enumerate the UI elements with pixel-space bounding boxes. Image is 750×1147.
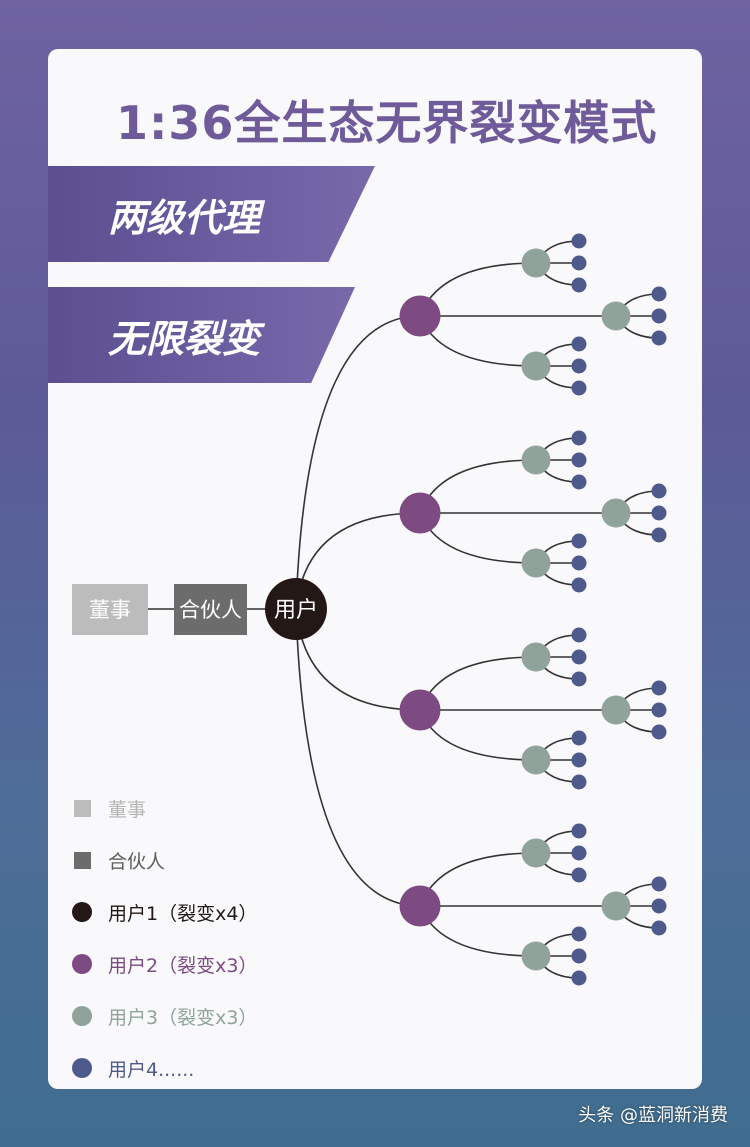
level2-node (521, 445, 551, 475)
partner-node (174, 584, 247, 635)
diagram-card: 1:36全生态无界裂变模式 两级代理 无限裂变 董事合伙人用户 董事 合伙人 用… (48, 49, 702, 1089)
level3-node (651, 702, 667, 718)
level3-node (571, 730, 587, 746)
level1-node (399, 689, 441, 731)
level3-node (651, 876, 667, 892)
page-title: 1:36全生态无界裂变模式 (116, 96, 658, 150)
level3-node (571, 233, 587, 249)
level3-node (651, 724, 667, 740)
legend-marker-user4 (72, 1058, 92, 1078)
level3-node (571, 277, 587, 293)
level3-node (571, 970, 587, 986)
level3-node (571, 948, 587, 964)
level3-node (571, 752, 587, 768)
legend-label-user3: 用户3（裂变x3） (108, 1006, 258, 1029)
level2-node (521, 248, 551, 278)
level3-node (651, 308, 667, 324)
user-root-node (265, 578, 327, 640)
level3-node (651, 505, 667, 521)
legend-label-partner: 合伙人 (108, 850, 166, 873)
level1-node (399, 885, 441, 927)
level1-node (399, 492, 441, 534)
director-node (72, 584, 148, 635)
fission-tree-diagram: 董事合伙人用户 (72, 233, 667, 986)
legend-item-user2: 用户2（裂变x3） (72, 940, 257, 988)
level3-node (571, 255, 587, 271)
level3-node (571, 845, 587, 861)
level3-node (571, 474, 587, 490)
level3-node (571, 823, 587, 839)
legend-item-user3: 用户3（裂变x3） (72, 992, 257, 1040)
level2-node (601, 891, 631, 921)
legend-marker-user3 (72, 1006, 92, 1026)
level3-node (571, 774, 587, 790)
level3-node (651, 527, 667, 543)
level3-node (571, 533, 587, 549)
level3-node (571, 671, 587, 687)
level3-node (651, 898, 667, 914)
level2-node (521, 642, 551, 672)
banner-infinite-fission: 无限裂变 (48, 287, 355, 383)
level3-node (651, 286, 667, 302)
legend-label-user1: 用户1（裂变x4） (108, 902, 258, 925)
level3-node (571, 649, 587, 665)
level2-node (521, 941, 551, 971)
legend-marker-user2 (72, 954, 92, 974)
level2-node (601, 498, 631, 528)
legend-marker-partner (74, 851, 91, 869)
level3-node (571, 380, 587, 396)
level2-node (601, 695, 631, 725)
legend-marker-director (74, 799, 91, 817)
partner-node-label: 合伙人 (179, 598, 242, 622)
user-root-node-label: 用户 (274, 598, 318, 623)
legend-item-director: 董事 (72, 784, 257, 832)
legend-item-user1: 用户1（裂变x4） (72, 888, 257, 936)
level3-node (571, 358, 587, 374)
watermark: 头条 @蓝洞新消费 (578, 1105, 728, 1126)
level3-node (651, 680, 667, 696)
banner-two-level-agent: 两级代理 (48, 166, 375, 262)
level3-node (651, 920, 667, 936)
level3-node (571, 867, 587, 883)
level3-node (571, 926, 587, 942)
level3-node (571, 336, 587, 352)
level2-node (521, 548, 551, 578)
level3-node (571, 452, 587, 468)
edge-user-level1 (295, 315, 421, 610)
legend-marker-user1 (72, 902, 92, 922)
level3-node (571, 430, 587, 446)
director-node-label: 董事 (89, 598, 131, 622)
legend-label-user2: 用户2（裂变x3） (108, 954, 258, 977)
edge-user-level1 (295, 608, 421, 907)
level2-node (521, 838, 551, 868)
level2-node (521, 351, 551, 381)
legend-label-user4: 用户4...... (108, 1058, 195, 1081)
legend-item-user4: 用户4...... (72, 1044, 257, 1089)
legend: 董事 合伙人 用户1（裂变x4） 用户2（裂变x3） 用户3（裂变x3） 用户4… (72, 784, 257, 1089)
level1-node (399, 295, 441, 337)
legend-label-director: 董事 (108, 798, 147, 821)
legend-item-partner: 合伙人 (72, 836, 257, 884)
level3-node (651, 483, 667, 499)
level3-node (571, 627, 587, 643)
level3-node (571, 555, 587, 571)
level2-node (601, 301, 631, 331)
level3-node (571, 577, 587, 593)
level3-node (651, 330, 667, 346)
level2-node (521, 745, 551, 775)
